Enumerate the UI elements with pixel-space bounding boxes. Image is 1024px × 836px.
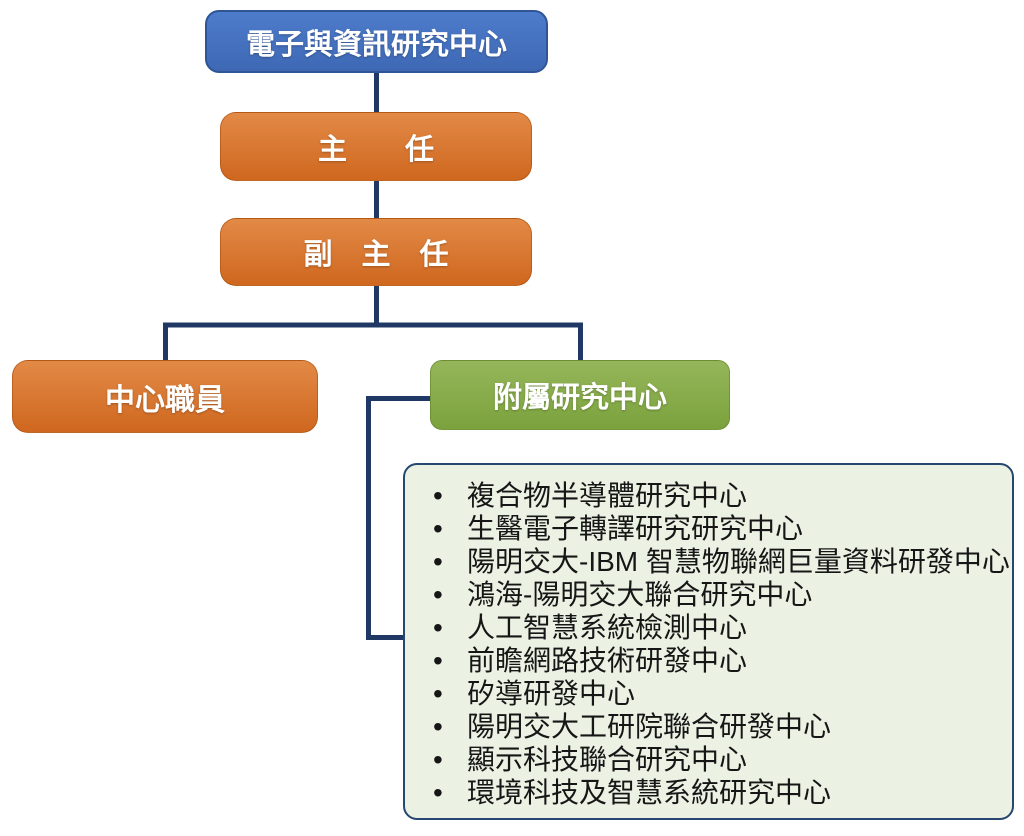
affiliated-center-item: 顯示科技聯合研究中心 bbox=[405, 743, 1012, 776]
node-deputy-director: 副 主 任 bbox=[220, 218, 532, 286]
affiliated-center-item: 前瞻網路技術研發中心 bbox=[405, 644, 1012, 677]
node-director: 主 任 bbox=[220, 112, 532, 181]
affiliated-center-item: 人工智慧系統檢測中心 bbox=[405, 611, 1012, 644]
node-director-label: 主 任 bbox=[317, 133, 434, 166]
affiliated-centers-list-box: 複合物半導體研究中心 生醫電子轉譯研究研究中心 陽明交大-IBM 智慧物聯網巨量… bbox=[403, 463, 1014, 820]
node-affiliated-centers: 附屬研究中心 bbox=[430, 360, 730, 430]
affiliated-center-item: 環境科技及智慧系統研究中心 bbox=[405, 776, 1012, 809]
affiliated-center-item: 複合物半導體研究中心 bbox=[405, 479, 1012, 512]
node-deputy-label: 副 主 任 bbox=[303, 239, 449, 271]
node-affiliated-label: 附屬研究中心 bbox=[492, 382, 667, 414]
node-root-label: 電子與資訊研究中心 bbox=[245, 28, 507, 61]
affiliated-center-item: 陽明交大-IBM 智慧物聯網巨量資料研發中心 bbox=[405, 545, 1012, 578]
node-root-center: 電子與資訊研究中心 bbox=[205, 10, 548, 73]
affiliated-center-item: 陽明交大工研院聯合研發中心 bbox=[405, 710, 1012, 743]
affiliated-center-item: 矽導研發中心 bbox=[405, 677, 1012, 710]
node-center-staff: 中心職員 bbox=[12, 360, 318, 433]
affiliated-centers-list: 複合物半導體研究中心 生醫電子轉譯研究研究中心 陽明交大-IBM 智慧物聯網巨量… bbox=[405, 479, 1012, 809]
connector-branch bbox=[163, 322, 583, 360]
affiliated-center-item: 生醫電子轉譯研究研究中心 bbox=[405, 512, 1012, 545]
node-staff-label: 中心職員 bbox=[105, 383, 225, 417]
affiliated-center-item: 鴻海-陽明交大聯合研究中心 bbox=[405, 578, 1012, 611]
